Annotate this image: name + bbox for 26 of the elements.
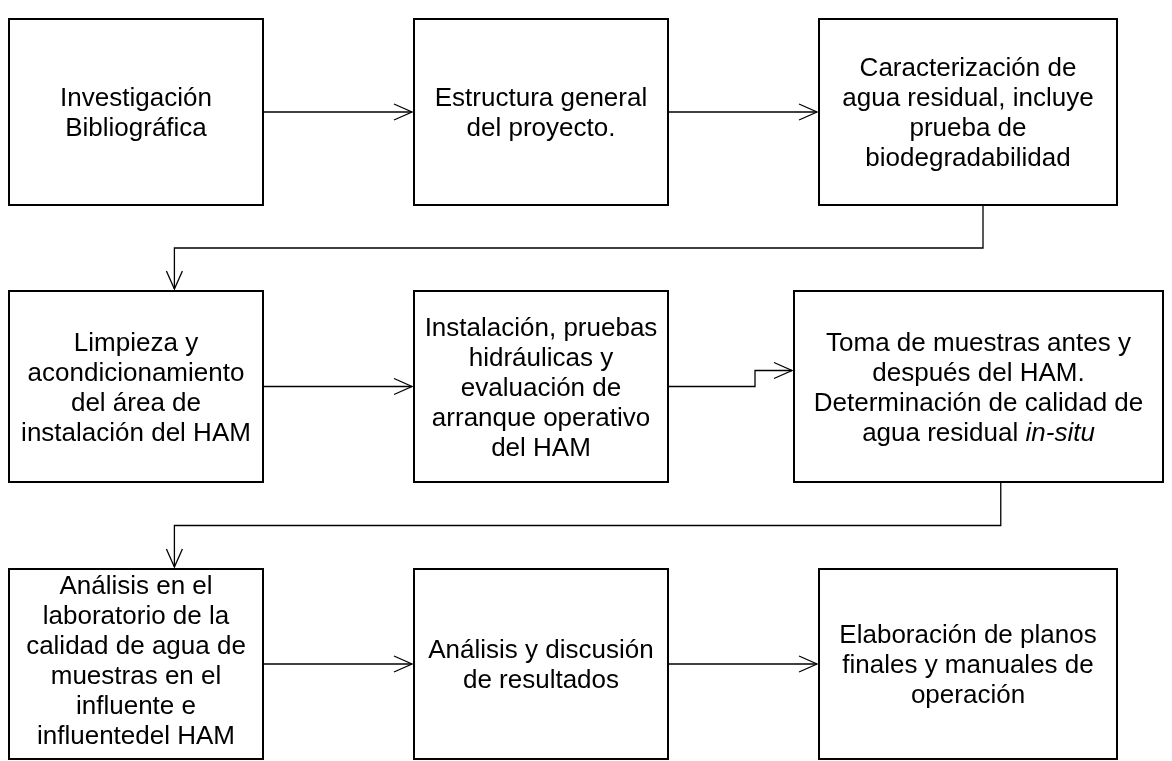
process-box xyxy=(818,568,1118,760)
process-box xyxy=(413,568,669,760)
step-text: Estructura general del proyecto. xyxy=(433,82,649,142)
process-box xyxy=(8,568,264,760)
arrow xyxy=(668,103,818,121)
process-box xyxy=(793,290,1164,483)
arrow xyxy=(263,655,413,673)
process-box xyxy=(818,18,1118,206)
arrow xyxy=(165,482,1002,568)
arrow xyxy=(668,655,818,673)
step-text: Elaboración de planos finales y manuales de operación xyxy=(838,619,1098,709)
step-text: Análisis en el laboratorio de la calidad de agua de muestras en el influente e influentedel HAM xyxy=(25,570,247,750)
step-text: Caracterización de agua residual, incluye prueba de biodegradabilidad xyxy=(841,52,1095,172)
process-box xyxy=(413,18,669,206)
process-box xyxy=(413,290,669,483)
step-text: Toma de muestras antes y después del HAM. Determinación de calidad de agua residual in-situ xyxy=(812,326,1145,447)
arrow xyxy=(263,103,413,121)
arrow xyxy=(263,377,413,396)
arrow xyxy=(668,361,793,388)
step-text: Investigación Bibliográfica xyxy=(59,82,213,142)
process-box xyxy=(8,290,264,483)
step-text: Instalación, pruebas hidráulicas y evaluación de arranque operativo del HAM xyxy=(423,311,659,462)
arrow xyxy=(165,205,984,290)
step-text: Análisis y discusión de resultados xyxy=(427,634,655,694)
process-box xyxy=(8,18,264,206)
step-text: Limpieza y acondicionamiento del área de instalación del HAM xyxy=(20,326,252,447)
